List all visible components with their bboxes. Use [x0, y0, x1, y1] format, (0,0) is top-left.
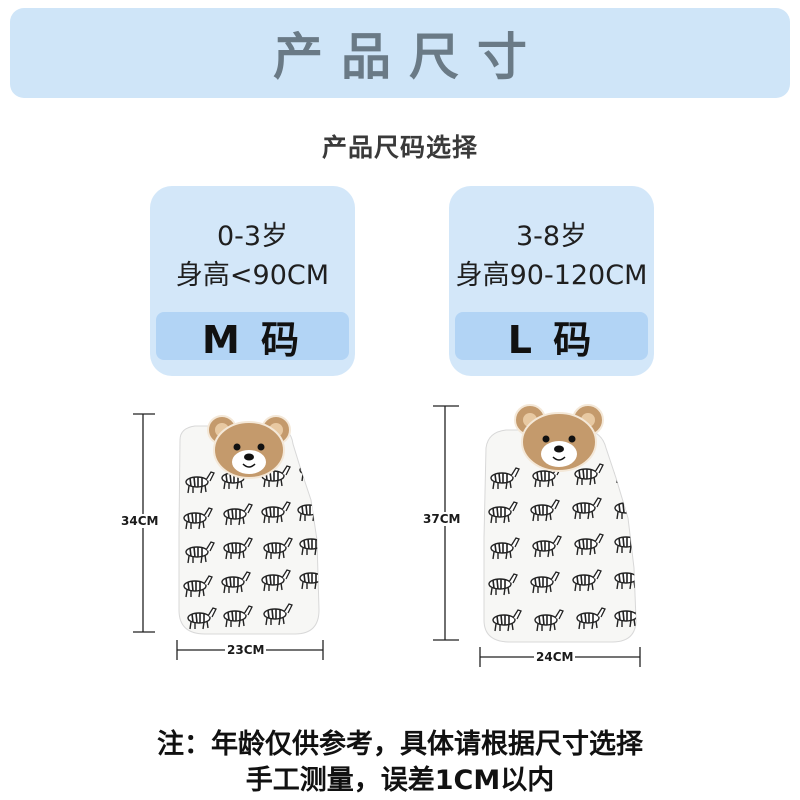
height-dimension-label: 37CM — [421, 512, 463, 526]
measurement-note: 手工测量，误差1CM以内 — [245, 765, 555, 796]
size-card-m[interactable]: 0-3岁 身高<90CM M 码 — [150, 186, 355, 376]
size-height-range: 身高90-120CM — [455, 260, 648, 291]
height-dimension-label: 34CM — [119, 514, 161, 528]
size-age-range: 0-3岁 — [216, 221, 289, 252]
product-illustration-m — [133, 413, 324, 660]
page-title: 产品尺寸 — [273, 28, 545, 86]
width-dimension-label: 24CM — [534, 650, 576, 664]
product-illustration-l — [433, 404, 641, 667]
width-dimension-label: 23CM — [225, 643, 267, 657]
size-card-l[interactable]: 3-8岁 身高90-120CM L 码 — [449, 186, 654, 376]
size-height-range: 身高<90CM — [175, 260, 330, 291]
size-age-range: 3-8岁 — [515, 221, 588, 252]
header-banner: 产品尺寸 — [10, 8, 790, 98]
bear-face-icon — [514, 404, 604, 472]
size-code-badge: M 码 — [156, 312, 349, 362]
product-image-l: 37CM 24CM — [418, 398, 658, 678]
product-image-m: 34CM 23CM — [115, 400, 345, 670]
size-code-badge: L 码 — [455, 312, 648, 362]
bear-face-icon — [207, 415, 291, 479]
size-selection-heading: 产品尺码选择 — [321, 133, 478, 162]
size-note: 注：年龄仅供参考，具体请根据尺寸选择 — [157, 729, 643, 760]
